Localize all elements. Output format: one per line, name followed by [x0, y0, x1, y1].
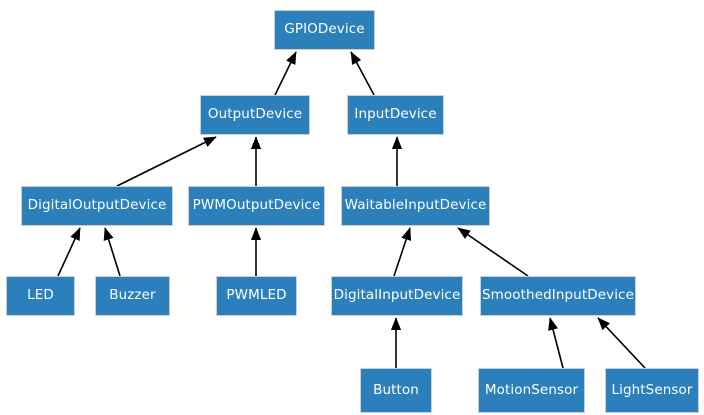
class-node-digitaloutputdevice[interactable]: DigitalOutputDevice [21, 186, 173, 226]
inheritance-arrow-inputdevice-to-gpiodevice [350, 51, 375, 96]
class-node-inputdevice[interactable]: InputDevice [347, 95, 444, 135]
class-node-label: DigitalInputDevice [333, 287, 461, 304]
inheritance-arrow-smoothedinputdevice-to-waitableinputdevice [457, 227, 529, 277]
class-node-label: LightSensor [611, 381, 693, 398]
class-node-label: MotionSensor [484, 381, 579, 398]
class-node-pwmoutputdevice[interactable]: PWMOutputDevice [188, 186, 325, 226]
class-node-label: DigitalOutputDevice [27, 197, 167, 214]
class-node-button[interactable]: Button [360, 368, 432, 413]
inheritance-arrow-lightsensor-to-smoothedinputdevice [597, 317, 646, 369]
inheritance-arrow-buzzer-to-digitaloutputdevice [103, 227, 121, 277]
class-node-motionsensor[interactable]: MotionSensor [478, 368, 585, 413]
class-node-label: InputDevice [354, 106, 437, 123]
class-node-label: Button [373, 381, 419, 398]
class-node-label: LED [27, 287, 54, 304]
class-node-label: Buzzer [109, 287, 156, 304]
inheritance-arrow-led-to-digitaloutputdevice [57, 227, 81, 277]
class-node-label: PWMOutputDevice [192, 197, 321, 214]
class-node-outputdevice[interactable]: OutputDevice [200, 95, 310, 135]
class-node-waitableinputdevice[interactable]: WaitableInputDevice [341, 186, 490, 226]
inheritance-arrow-motionsensor-to-smoothedinputdevice [548, 317, 564, 369]
inheritance-arrow-outputdevice-to-gpiodevice [274, 51, 297, 96]
class-node-label: PWMLED [226, 287, 287, 304]
class-node-gpiodevice[interactable]: GPIODevice [274, 10, 375, 50]
class-node-label: WaitableInputDevice [344, 197, 487, 214]
class-node-label: SmoothedInputDevice [482, 287, 634, 304]
class-node-buzzer[interactable]: Buzzer [95, 276, 170, 316]
class-node-pwmled[interactable]: PWMLED [216, 276, 297, 316]
class-node-smoothedinputdevice[interactable]: SmoothedInputDevice [480, 276, 636, 316]
class-node-led[interactable]: LED [6, 276, 75, 316]
class-node-label: OutputDevice [207, 106, 303, 123]
inheritance-arrow-digitaloutputdevice-to-outputdevice [116, 136, 217, 187]
class-node-digitalinputdevice[interactable]: DigitalInputDevice [331, 276, 463, 316]
inheritance-arrow-digitalinputdevice-to-waitableinputdevice [393, 227, 412, 277]
class-node-label: GPIODevice [284, 21, 365, 38]
class-node-lightsensor[interactable]: LightSensor [605, 368, 699, 413]
